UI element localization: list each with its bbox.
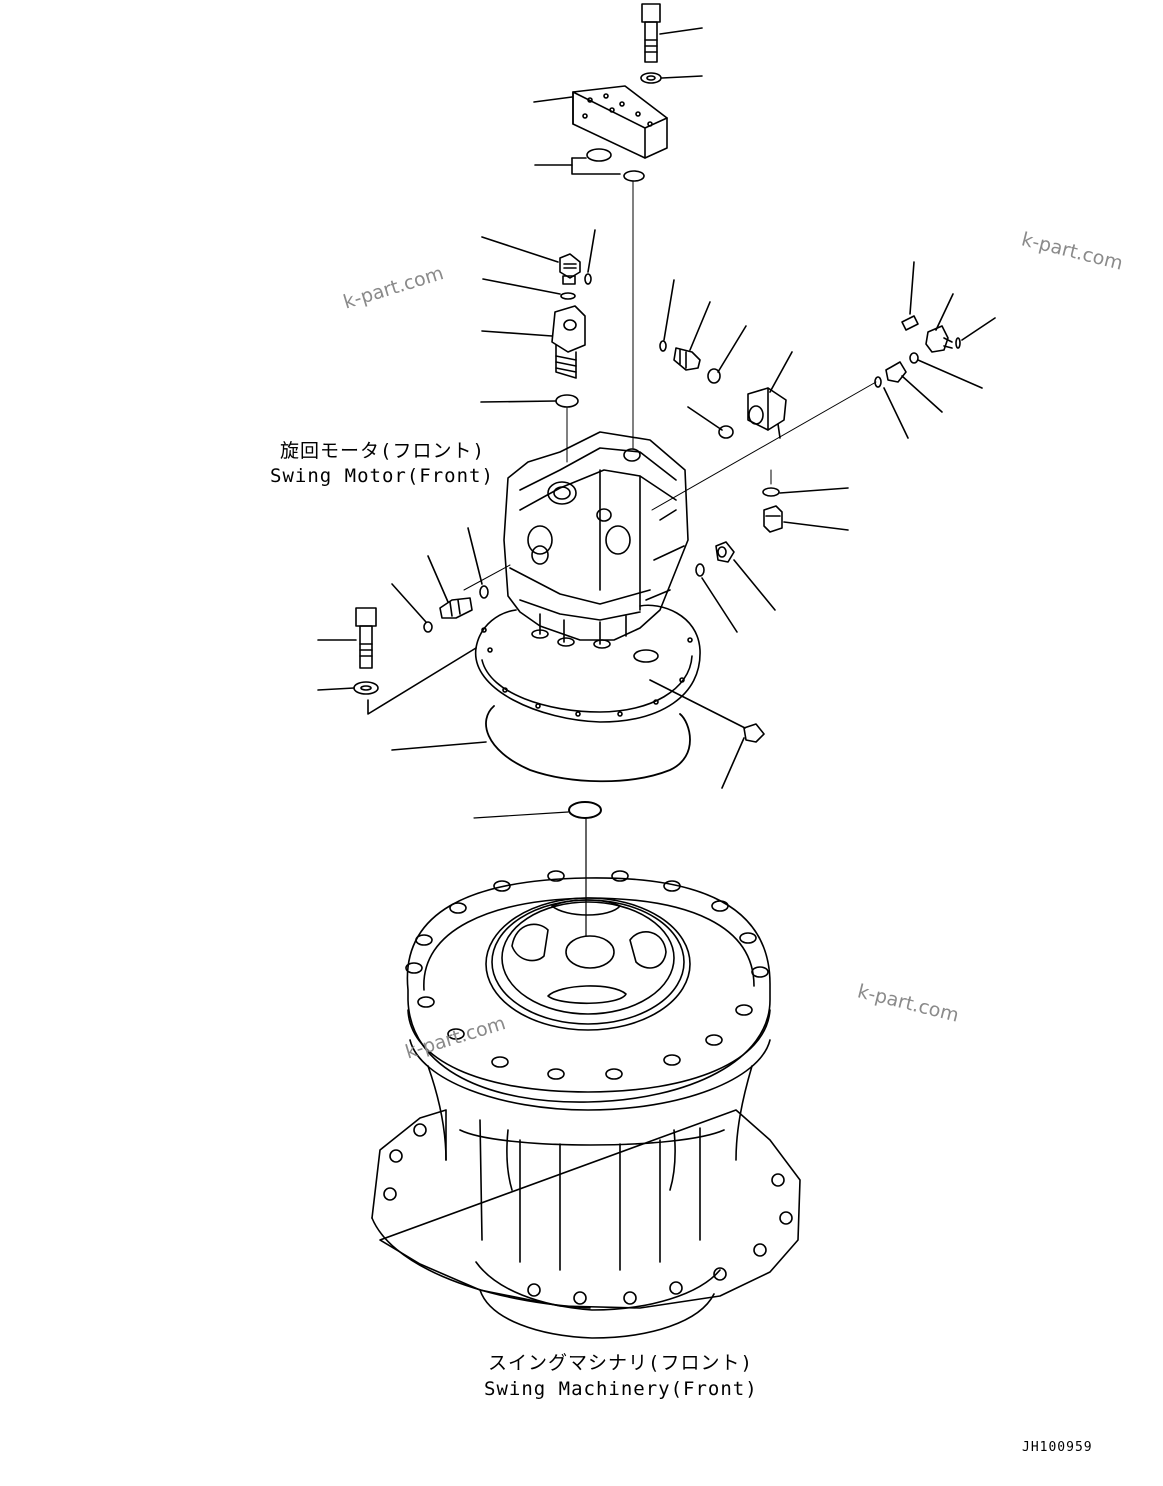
drain-plug xyxy=(743,723,765,743)
small-oring xyxy=(659,340,667,352)
leader-line xyxy=(663,279,793,431)
leader-line xyxy=(883,261,996,439)
leader-line xyxy=(649,679,746,789)
small-oring xyxy=(695,563,705,577)
fitting-top-left xyxy=(559,253,581,285)
large-oring xyxy=(485,705,691,783)
leader-line xyxy=(317,639,477,715)
small-oring xyxy=(762,487,780,497)
top-bolt xyxy=(641,3,661,63)
small-orings-block xyxy=(571,148,645,182)
plug-right xyxy=(763,505,783,533)
small-oring xyxy=(479,585,489,599)
small-oring xyxy=(423,621,433,633)
left-bolt xyxy=(355,607,377,669)
leader-line xyxy=(779,487,849,531)
leader-line xyxy=(651,381,877,511)
far-right-fittings xyxy=(874,315,961,388)
drawing-code: JH100959 xyxy=(1022,1440,1093,1455)
swing-machinery-label-en: Swing Machinery(Front) xyxy=(484,1378,758,1400)
top-washer xyxy=(640,72,662,84)
left-plug-fitting xyxy=(439,597,473,619)
swing-motor-label-en: Swing Motor(Front) xyxy=(270,465,494,487)
leader-line xyxy=(480,229,596,403)
center-oring xyxy=(568,801,602,819)
elbow-fitting-b xyxy=(747,387,787,439)
small-oring xyxy=(560,292,576,300)
leader-line xyxy=(473,811,587,937)
swing-machinery-label-jp: スイングマシナリ(フロント) xyxy=(488,1352,753,1374)
rim-bolts xyxy=(405,870,769,1080)
elbow-fitting-a xyxy=(673,347,701,371)
right-plug-fitting xyxy=(715,541,735,563)
leader-line xyxy=(463,564,511,591)
small-oring xyxy=(707,368,721,384)
swing-motor-label-jp: 旋回モータ(フロント) xyxy=(280,440,485,462)
oring-left xyxy=(555,394,579,408)
leader-line xyxy=(391,741,487,751)
swing-machinery xyxy=(371,870,801,1339)
leader-line xyxy=(533,27,703,166)
relief-valve xyxy=(551,305,586,379)
small-oring xyxy=(718,425,734,439)
left-washer xyxy=(353,681,379,695)
leader-line xyxy=(391,527,483,623)
swing-motor xyxy=(503,431,689,649)
motor-flange xyxy=(475,604,701,723)
small-oring xyxy=(584,273,592,285)
leader-line xyxy=(701,559,776,633)
valve-block xyxy=(572,85,668,159)
